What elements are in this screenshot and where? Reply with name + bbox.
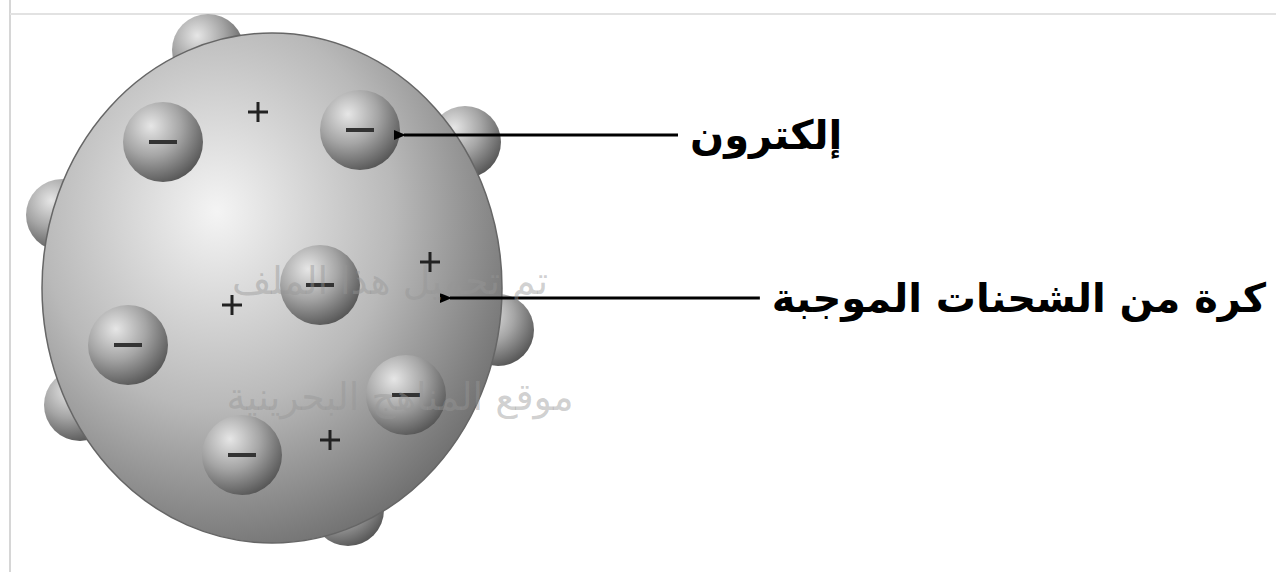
leader-arrow [404,134,678,137]
callout-label: كرة من الشحنات الموجبة [772,274,1266,322]
frame-line [10,13,1276,15]
watermark: تم تحميل هذا الملف [232,259,548,305]
watermark: موقع المناهج البحرينية [226,375,573,421]
frame-line [9,0,11,572]
callout-label: إلكترون [690,111,842,159]
